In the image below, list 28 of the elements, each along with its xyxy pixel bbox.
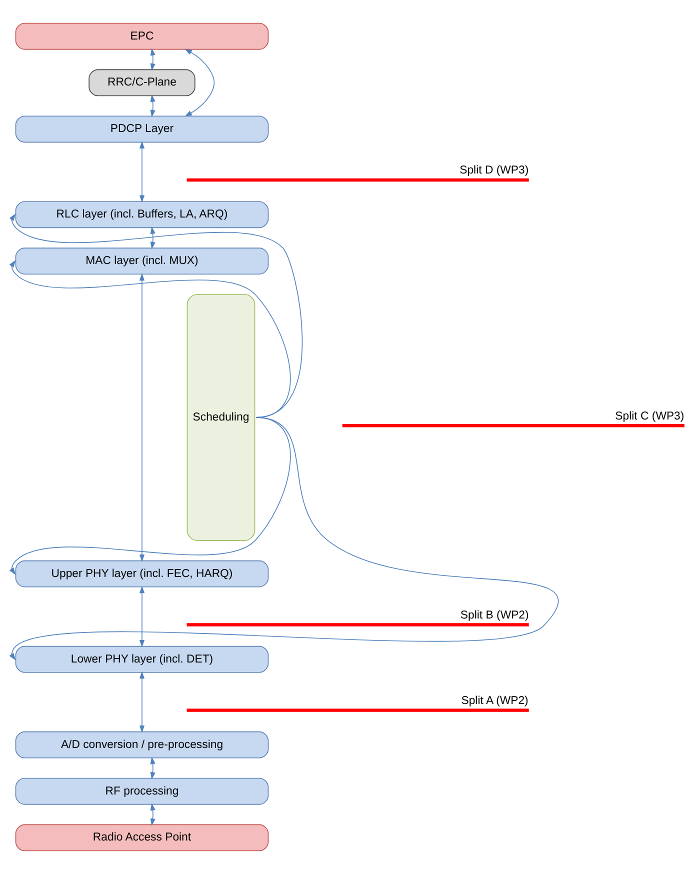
arrow [9,417,558,660]
node-box: RRC/C-Plane [88,69,196,96]
node-box: MAC layer (incl. MUX) [15,248,269,275]
arrow [139,141,145,203]
arrow [139,671,145,733]
arrow [150,756,156,780]
node-box: A/D conversion / pre-processing [15,731,269,758]
node-box: Scheduling [186,294,256,541]
arrow [150,94,156,118]
arrow [9,417,291,575]
label: Split C (WP3) [615,410,684,422]
node-box: RF processing [15,778,269,805]
node-box: Upper PHY layer (incl. FEC, HARQ) [15,560,269,588]
label: Split D (WP3) [460,164,529,177]
node-box: RLC layer (incl. Buffers, LA, ARQ) [15,201,269,228]
node-box: Radio Access Point [15,824,269,852]
arrow [150,48,156,71]
arrow [184,48,215,117]
arrow [9,214,303,418]
label: Split B (WP2) [460,609,529,622]
arrow [139,273,145,562]
node-box: EPC [15,22,269,50]
node-box: PDCP Layer [15,116,269,143]
arrow [139,586,145,648]
node-box: Lower PHY layer (incl. DET) [15,646,269,673]
label: Split A (WP2) [461,694,528,707]
arrow [150,803,156,826]
arrow [9,260,291,418]
